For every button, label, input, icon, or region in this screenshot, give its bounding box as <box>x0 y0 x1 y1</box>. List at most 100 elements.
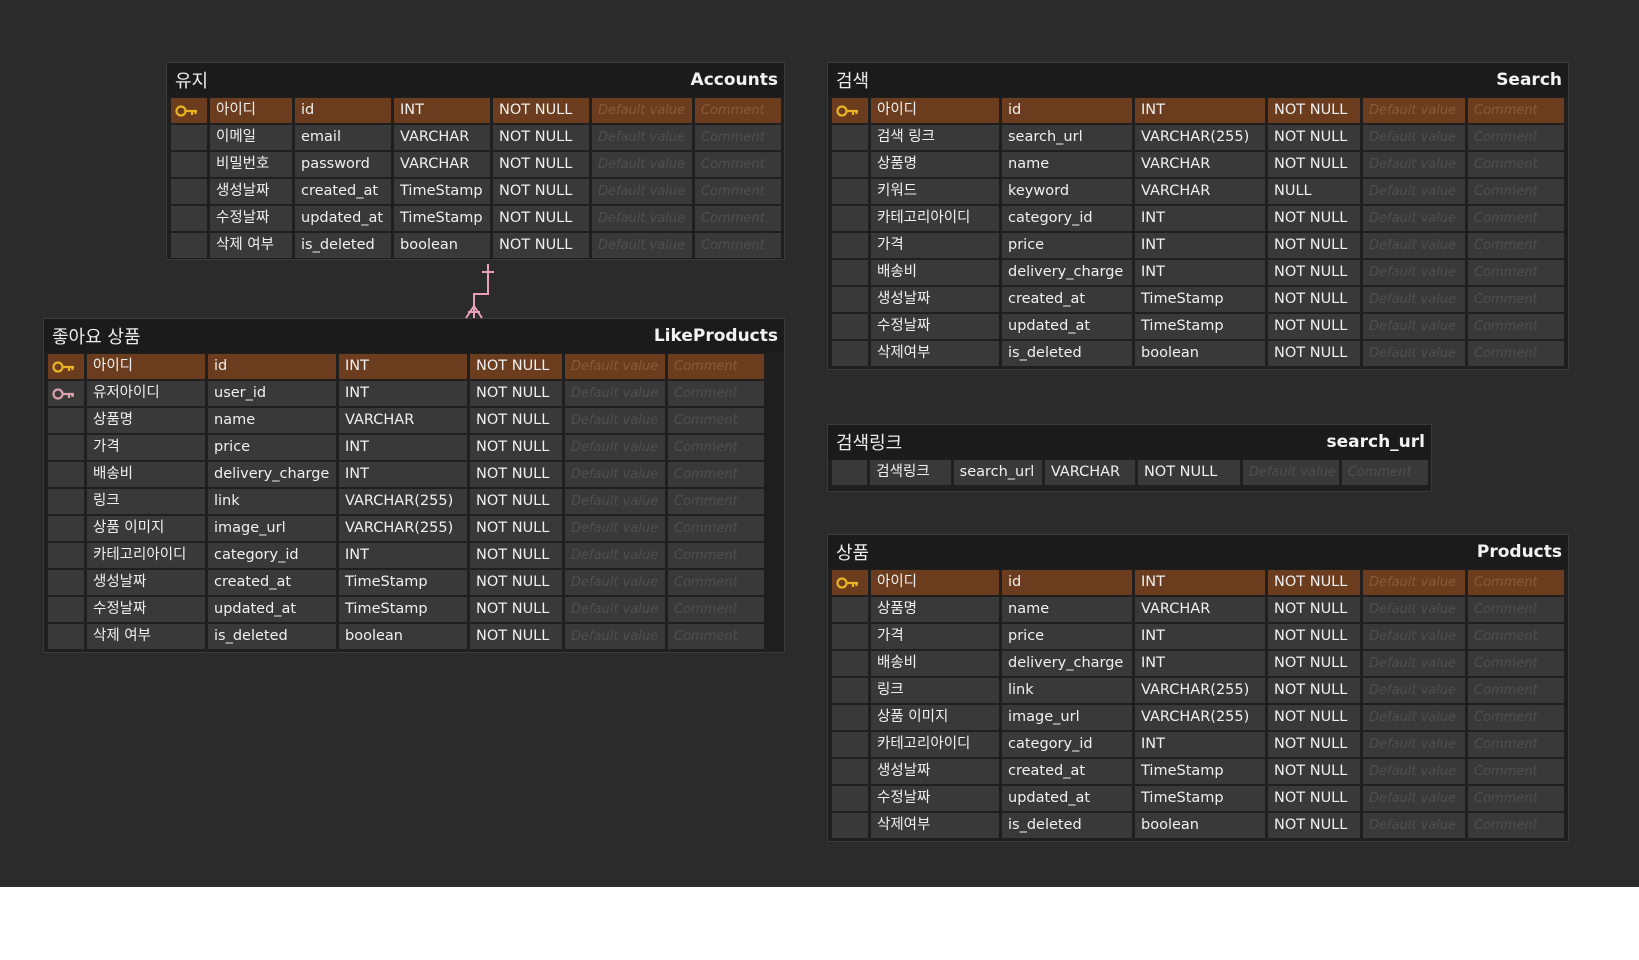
column-type[interactable]: INT <box>1135 206 1265 231</box>
comment-field[interactable]: Comment <box>1468 651 1564 676</box>
comment-field[interactable]: Comment <box>1468 233 1564 258</box>
default-value-field[interactable]: Default value <box>1363 260 1465 285</box>
default-value-field[interactable]: Default value <box>565 543 665 568</box>
column-type[interactable]: VARCHAR(255) <box>339 516 467 541</box>
comment-field[interactable]: Comment <box>1468 759 1564 784</box>
column-type[interactable]: INT <box>1135 570 1265 595</box>
default-value-field[interactable]: Default value <box>565 597 665 622</box>
comment-field[interactable]: Comment <box>668 354 764 379</box>
column-label[interactable]: 상품 이미지 <box>87 516 205 541</box>
column-name[interactable]: updated_at <box>1002 786 1132 811</box>
column-nullability[interactable]: NULL <box>1268 179 1360 204</box>
table-header[interactable]: 검색링크 search_url <box>828 425 1431 459</box>
table-header[interactable]: 상품 Products <box>828 535 1568 569</box>
column-nullability[interactable]: NOT NULL <box>1268 233 1360 258</box>
column-name[interactable]: link <box>208 489 336 514</box>
comment-field[interactable]: Comment <box>695 125 781 150</box>
column-type[interactable]: INT <box>339 543 467 568</box>
column-type[interactable]: INT <box>1135 732 1265 757</box>
column-name[interactable]: category_id <box>1002 206 1132 231</box>
column-name[interactable]: delivery_charge <box>208 462 336 487</box>
default-value-field[interactable]: Default value <box>592 179 692 204</box>
default-value-field[interactable]: Default value <box>565 462 665 487</box>
default-value-field[interactable]: Default value <box>1363 813 1465 838</box>
column-label[interactable]: 수정날짜 <box>871 786 999 811</box>
column-name[interactable]: delivery_charge <box>1002 260 1132 285</box>
comment-field[interactable]: Comment <box>1468 705 1564 730</box>
column-type[interactable]: VARCHAR <box>394 152 490 177</box>
column-name[interactable]: updated_at <box>208 597 336 622</box>
column-type[interactable]: TimeStamp <box>339 597 467 622</box>
comment-field[interactable]: Comment <box>695 98 781 123</box>
column-type[interactable]: INT <box>394 98 490 123</box>
column-type[interactable]: INT <box>1135 98 1265 123</box>
column-nullability[interactable]: NOT NULL <box>470 570 562 595</box>
column-nullability[interactable]: NOT NULL <box>470 516 562 541</box>
column-type[interactable]: boolean <box>1135 341 1265 366</box>
column-nullability[interactable]: NOT NULL <box>493 206 589 231</box>
column-name[interactable]: keyword <box>1002 179 1132 204</box>
column-nullability[interactable]: NOT NULL <box>1268 705 1360 730</box>
column-label[interactable]: 수정날짜 <box>87 597 205 622</box>
column-nullability[interactable]: NOT NULL <box>1268 597 1360 622</box>
column-type[interactable]: INT <box>1135 260 1265 285</box>
default-value-field[interactable]: Default value <box>1363 152 1465 177</box>
comment-field[interactable]: Comment <box>1468 287 1564 312</box>
comment-field[interactable]: Comment <box>695 233 781 258</box>
column-type[interactable]: VARCHAR <box>394 125 490 150</box>
table-header[interactable]: 검색 Search <box>828 63 1568 97</box>
comment-field[interactable]: Comment <box>668 597 764 622</box>
default-value-field[interactable]: Default value <box>565 435 665 460</box>
default-value-field[interactable]: Default value <box>565 381 665 406</box>
column-nullability[interactable]: NOT NULL <box>1268 314 1360 339</box>
column-label[interactable]: 아이디 <box>87 354 205 379</box>
column-label[interactable]: 상품명 <box>871 152 999 177</box>
column-type[interactable]: INT <box>339 381 467 406</box>
default-value-field[interactable]: Default value <box>1363 179 1465 204</box>
default-value-field[interactable]: Default value <box>592 125 692 150</box>
column-nullability[interactable]: NOT NULL <box>493 125 589 150</box>
default-value-field[interactable]: Default value <box>1363 125 1465 150</box>
default-value-field[interactable]: Default value <box>592 152 692 177</box>
column-type[interactable]: VARCHAR(255) <box>1135 125 1265 150</box>
column-name[interactable]: link <box>1002 678 1132 703</box>
comment-field[interactable]: Comment <box>668 462 764 487</box>
column-type[interactable]: boolean <box>1135 813 1265 838</box>
column-type[interactable]: VARCHAR(255) <box>1135 678 1265 703</box>
comment-field[interactable]: Comment <box>695 152 781 177</box>
column-label[interactable]: 검색링크 <box>870 460 951 485</box>
column-label[interactable]: 아이디 <box>210 98 292 123</box>
column-name[interactable]: id <box>295 98 391 123</box>
default-value-field[interactable]: Default value <box>565 570 665 595</box>
column-nullability[interactable]: NOT NULL <box>1268 125 1360 150</box>
default-value-field[interactable]: Default value <box>565 516 665 541</box>
column-name[interactable]: id <box>1002 570 1132 595</box>
comment-field[interactable]: Comment <box>1468 314 1564 339</box>
default-value-field[interactable]: Default value <box>1363 786 1465 811</box>
column-label[interactable]: 가격 <box>871 624 999 649</box>
column-nullability[interactable]: NOT NULL <box>1268 570 1360 595</box>
column-nullability[interactable]: NOT NULL <box>1268 786 1360 811</box>
comment-field[interactable]: Comment <box>668 408 764 433</box>
column-label[interactable]: 아이디 <box>871 98 999 123</box>
column-nullability[interactable]: NOT NULL <box>470 435 562 460</box>
column-type[interactable]: TimeStamp <box>394 206 490 231</box>
comment-field[interactable]: Comment <box>1468 813 1564 838</box>
default-value-field[interactable]: Default value <box>1363 624 1465 649</box>
default-value-field[interactable]: Default value <box>1363 678 1465 703</box>
comment-field[interactable]: Comment <box>695 179 781 204</box>
default-value-field[interactable]: Default value <box>592 98 692 123</box>
